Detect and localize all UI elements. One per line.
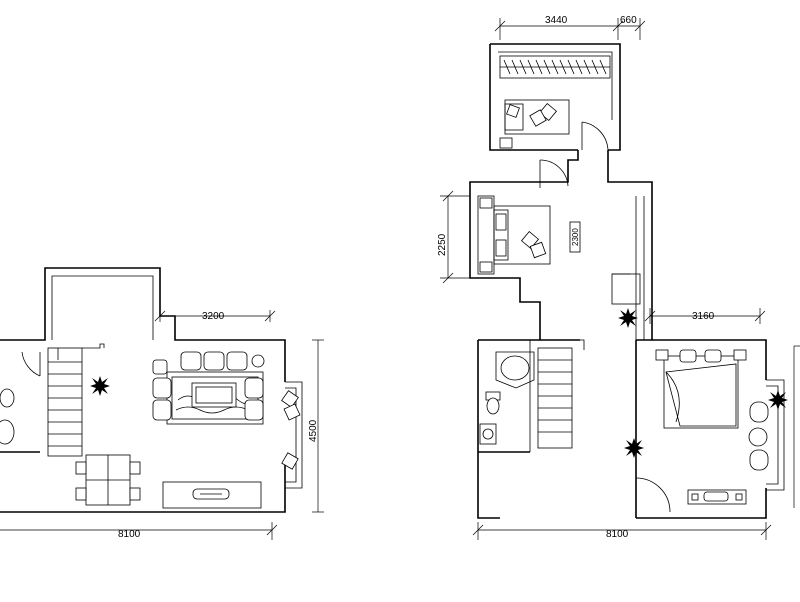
sink-icon bbox=[479, 423, 497, 445]
second-bed-icon bbox=[477, 195, 551, 275]
dim-right-bottom: 8100 bbox=[606, 529, 629, 540]
dim-left-top: 3200 bbox=[202, 311, 225, 322]
bathtub-icon bbox=[495, 351, 535, 389]
left-floor-plan bbox=[0, 267, 324, 540]
dim-right-stair-note: 2300 bbox=[571, 228, 580, 246]
dim-right-left: 2250 bbox=[437, 233, 448, 256]
plant-icon bbox=[618, 308, 638, 328]
dim-right-top-b: 660 bbox=[620, 15, 637, 26]
left-dimensions bbox=[0, 310, 324, 540]
tv-cabinet-icon bbox=[687, 489, 747, 505]
right-floor-plan bbox=[440, 18, 800, 540]
cushion-icon bbox=[281, 390, 301, 470]
toilet-icon bbox=[485, 391, 501, 415]
dim-left-side: 4500 bbox=[308, 419, 319, 442]
master-bed-icon bbox=[655, 349, 747, 429]
left-stairs bbox=[47, 343, 105, 457]
right-stairs bbox=[537, 339, 585, 449]
dim-right-room: 3160 bbox=[692, 311, 715, 322]
plant-icon bbox=[624, 390, 788, 458]
wardrobe-icon bbox=[499, 55, 611, 79]
armchair-icon bbox=[748, 401, 769, 471]
tv-cabinet-icon bbox=[162, 481, 262, 509]
right-dimensions bbox=[440, 18, 800, 540]
plant-icon bbox=[90, 376, 110, 396]
dining-table-icon bbox=[75, 454, 141, 506]
sofa-icon bbox=[152, 351, 265, 425]
dim-right-top-a: 3440 bbox=[545, 15, 568, 26]
dim-left-bottom: 8100 bbox=[118, 529, 141, 540]
toilet-icon bbox=[0, 388, 15, 445]
bed-icon bbox=[499, 99, 570, 149]
